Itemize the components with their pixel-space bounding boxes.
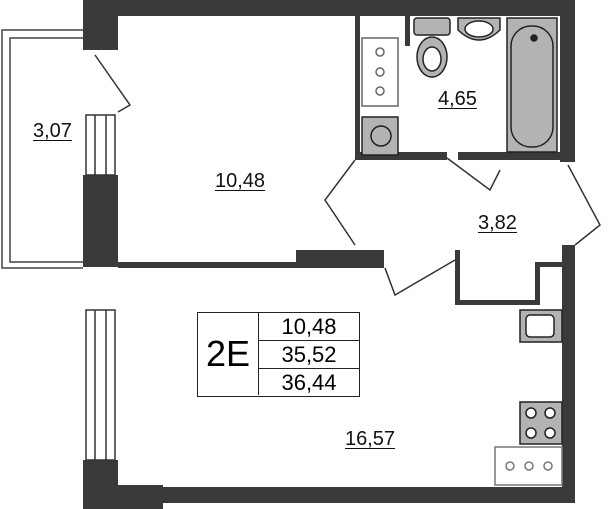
walls xyxy=(83,0,575,509)
bathroom-area-label: 4,65 xyxy=(438,88,477,110)
washbasin xyxy=(457,17,501,41)
apartment-code: 2E xyxy=(198,313,259,395)
stove xyxy=(519,401,563,445)
kitchen-sink xyxy=(519,309,563,343)
apartment-summary-table: 2E 10,48 35,52 36,44 xyxy=(197,312,360,397)
balcony-area-label: 3,07 xyxy=(33,120,72,142)
toilet xyxy=(413,17,451,78)
living-kitchen-area-label: 16,57 xyxy=(345,428,396,450)
balcony xyxy=(1,29,83,269)
windows xyxy=(85,114,116,461)
living-area-value: 10,48 xyxy=(259,313,359,341)
hallway-area-label: 3,82 xyxy=(478,212,517,234)
bathtub xyxy=(506,17,558,153)
total-with-balcony-value: 36,44 xyxy=(281,370,337,395)
kitchen-counter xyxy=(494,446,563,486)
total-area-value: 35,52 xyxy=(259,341,359,369)
bedroom-area-label: 10,48 xyxy=(215,170,266,192)
washing-machine xyxy=(361,116,399,156)
doors xyxy=(94,54,601,297)
bathroom-shelf xyxy=(361,37,399,107)
